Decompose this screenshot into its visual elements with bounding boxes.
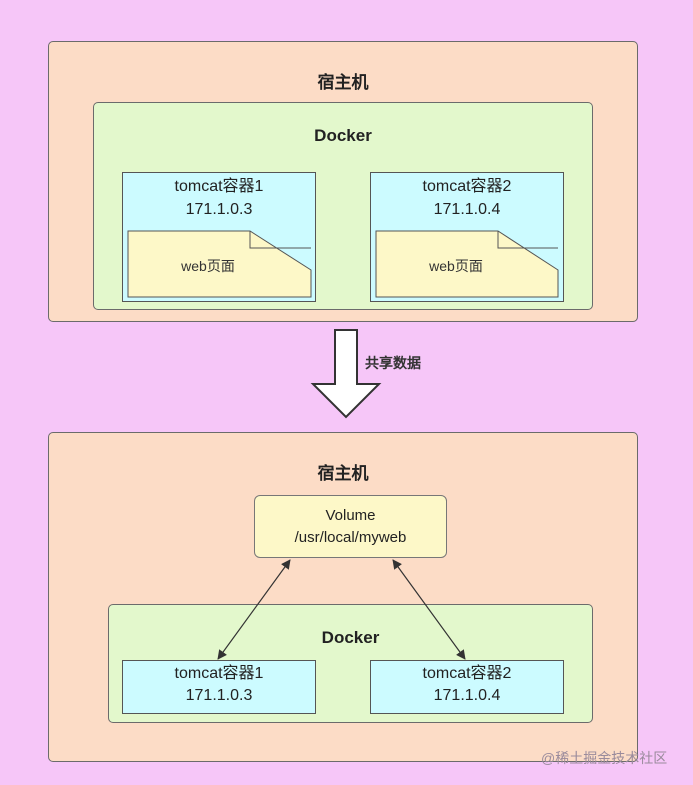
bottom-host-title: 宿主机 [317, 464, 369, 483]
volume-link-right [392, 559, 466, 660]
share-data-label: 共享数据 [365, 355, 421, 371]
web-page-note-2-fold [497, 231, 558, 249]
top-docker-title: Docker [314, 126, 372, 145]
watermark: @稀土掘金技术社区 [541, 750, 668, 766]
top-host-title: 宿主机 [317, 73, 369, 92]
volume-box: Volume /usr/local/myweb [254, 495, 447, 558]
volume-path: /usr/local/myweb [294, 529, 407, 546]
bottom-container-2-ip: 171.1.0.4 [433, 687, 501, 704]
web-page-label-2: web页面 [429, 258, 483, 274]
top-container-2-ip: 171.1.0.4 [433, 201, 501, 218]
top-container-1-ip: 171.1.0.3 [185, 201, 253, 218]
web-page-label-1: web页面 [181, 258, 235, 274]
top-container-2-name: tomcat容器2 [422, 178, 512, 195]
bottom-container-1-name: tomcat容器1 [174, 665, 264, 682]
bottom-container-2: tomcat容器2 171.1.0.4 [370, 660, 564, 714]
bottom-container-1: tomcat容器1 171.1.0.3 [122, 660, 316, 714]
share-data-arrow [310, 329, 382, 419]
volume-name: Volume [325, 507, 376, 524]
bottom-container-1-ip: 171.1.0.3 [185, 687, 253, 704]
volume-link-left [217, 559, 291, 660]
web-page-note-1-fold [249, 231, 311, 249]
top-container-1-name: tomcat容器1 [174, 178, 264, 195]
bottom-docker-title: Docker [321, 628, 380, 647]
bottom-container-2-name: tomcat容器2 [422, 665, 512, 682]
